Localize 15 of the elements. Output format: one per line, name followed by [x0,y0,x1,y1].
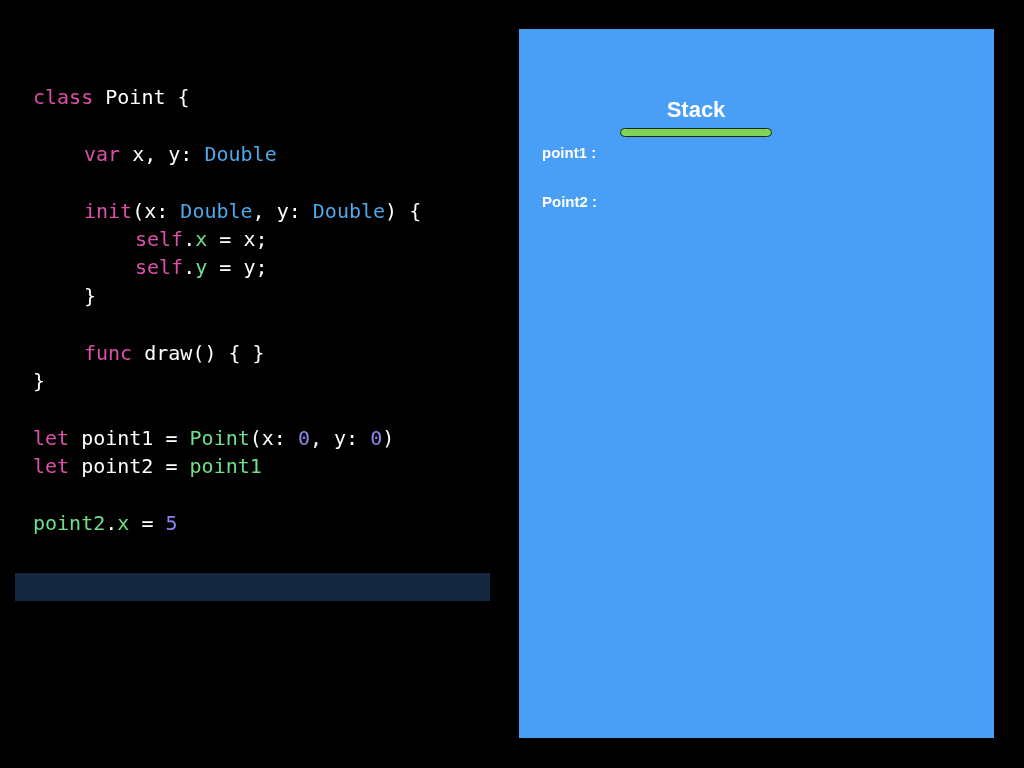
code-line: let point2 = point1 [33,454,262,479]
code-line: point2.x = 5 [33,511,178,535]
code-line: var x, y: Double [84,141,277,166]
stack-panel [519,29,994,738]
variable-label: point1 : [542,144,597,161]
code-line: init(x: Double, y: Double) { [84,198,422,223]
code-line: let point1 = Point(x: 0, y: 0) [33,425,395,450]
variable-label: Point2 : [542,193,597,210]
code-line: class Point { [33,85,190,109]
code-line: } [84,283,97,308]
stack-heading: Stack [665,97,727,123]
code-line: self.y = y; [135,255,268,280]
code-line: } [33,369,46,393]
code-line: self.x = x; [135,227,268,251]
code-line: func draw() { } [84,340,265,365]
